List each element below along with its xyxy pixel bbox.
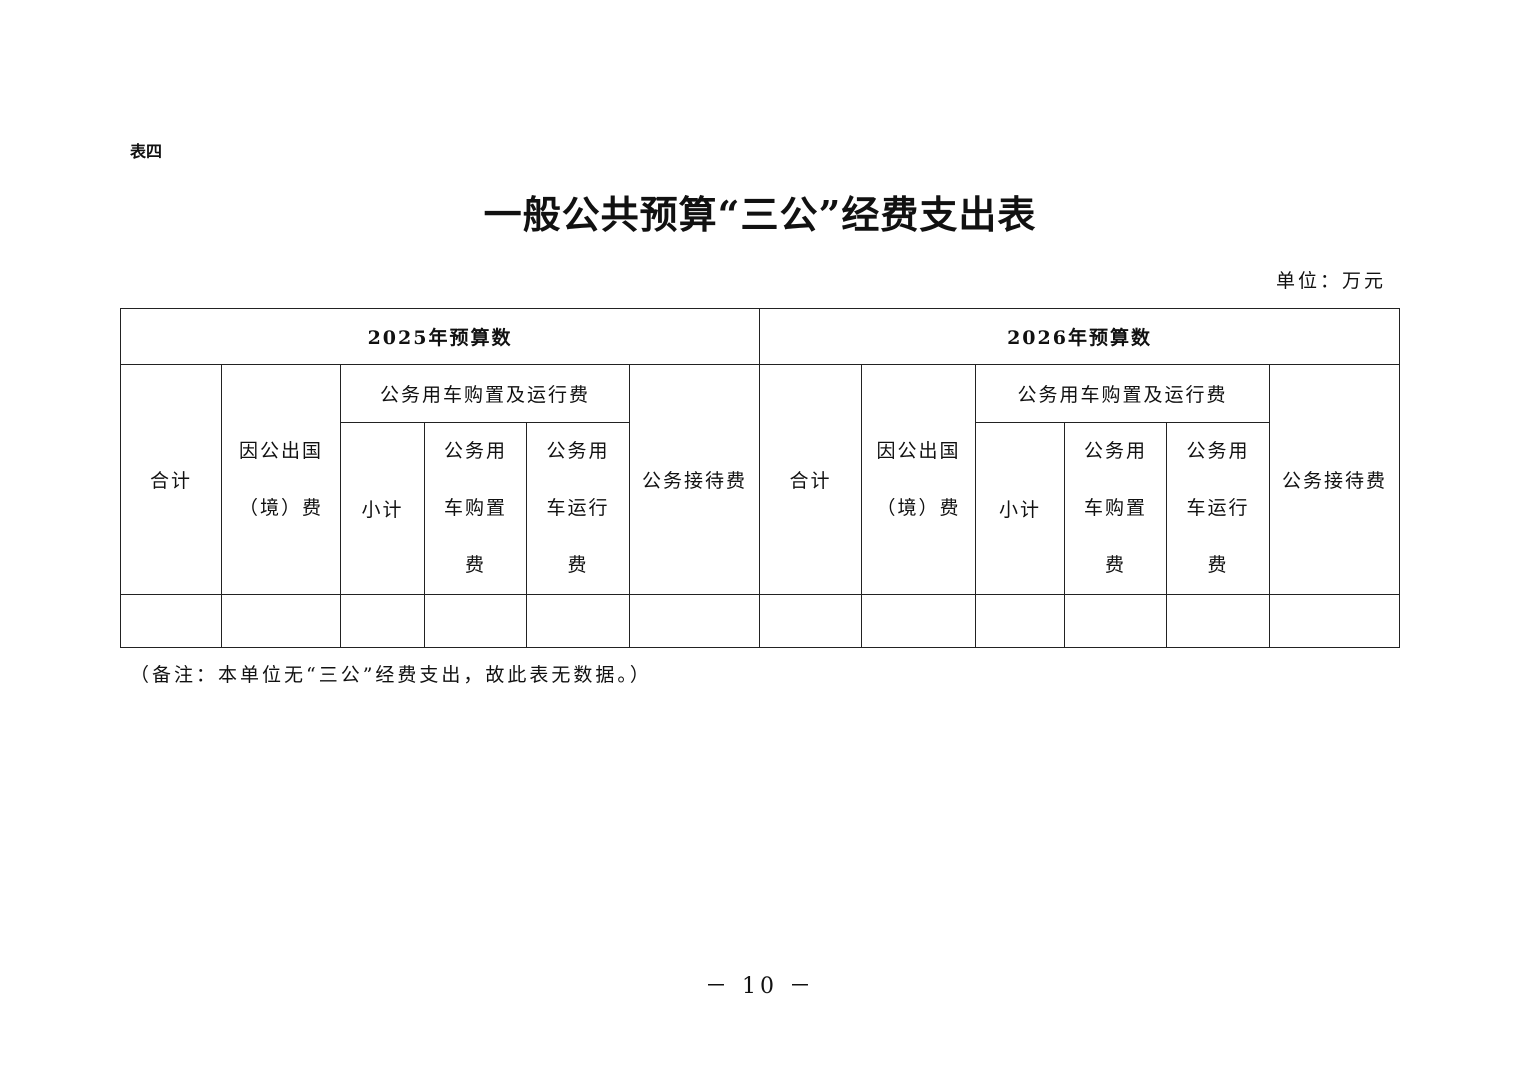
page-title: 一般公共预算“三公”经费支出表 (483, 192, 1037, 237)
header-abroad: 因公出国（境）费 (861, 364, 977, 595)
table-row (120, 594, 1401, 648)
group-header-2025: 2025年预算数 (119, 308, 761, 365)
header-vehicle-operation: 公务用车运行费 (526, 422, 630, 595)
header-subtotal: 小计 (975, 422, 1066, 595)
header-subtotal: 小计 (340, 422, 425, 595)
header-vehicle-purchase: 公务用车购置费 (1064, 422, 1168, 595)
footnote: （备注：本单位无“三公”经费支出，故此表无数据。） (130, 664, 652, 686)
cell (526, 594, 630, 648)
cell (221, 594, 341, 648)
group-header-2026: 2026年预算数 (759, 308, 1401, 365)
cell (1269, 594, 1401, 648)
page-number: － 10 － (705, 974, 815, 999)
header-reception: 公务接待费 (628, 364, 761, 595)
header-vehicle: 公务用车购置及运行费 (975, 364, 1271, 423)
header-vehicle-operation: 公务用车运行费 (1166, 422, 1271, 595)
cell (424, 594, 527, 648)
cell (120, 594, 222, 648)
budget-table: 2025年预算数 2026年预算数 合计 因公出国（境）费 公务用车购置及运行费… (119, 308, 1401, 648)
cell (861, 594, 977, 648)
header-total: 合计 (759, 364, 863, 595)
header-reception: 公务接待费 (1269, 364, 1401, 595)
cell (1166, 594, 1271, 648)
unit-label: 单位：万元 (1275, 270, 1386, 292)
cell (340, 594, 425, 648)
table-label: 表四 (130, 142, 163, 161)
cell (1064, 594, 1168, 648)
header-abroad: 因公出国（境）费 (221, 364, 341, 595)
cell (759, 594, 863, 648)
header-vehicle: 公务用车购置及运行费 (340, 364, 630, 423)
header-total: 合计 (120, 364, 222, 595)
cell (975, 594, 1066, 648)
header-vehicle-purchase: 公务用车购置费 (424, 422, 527, 595)
cell (628, 594, 761, 648)
